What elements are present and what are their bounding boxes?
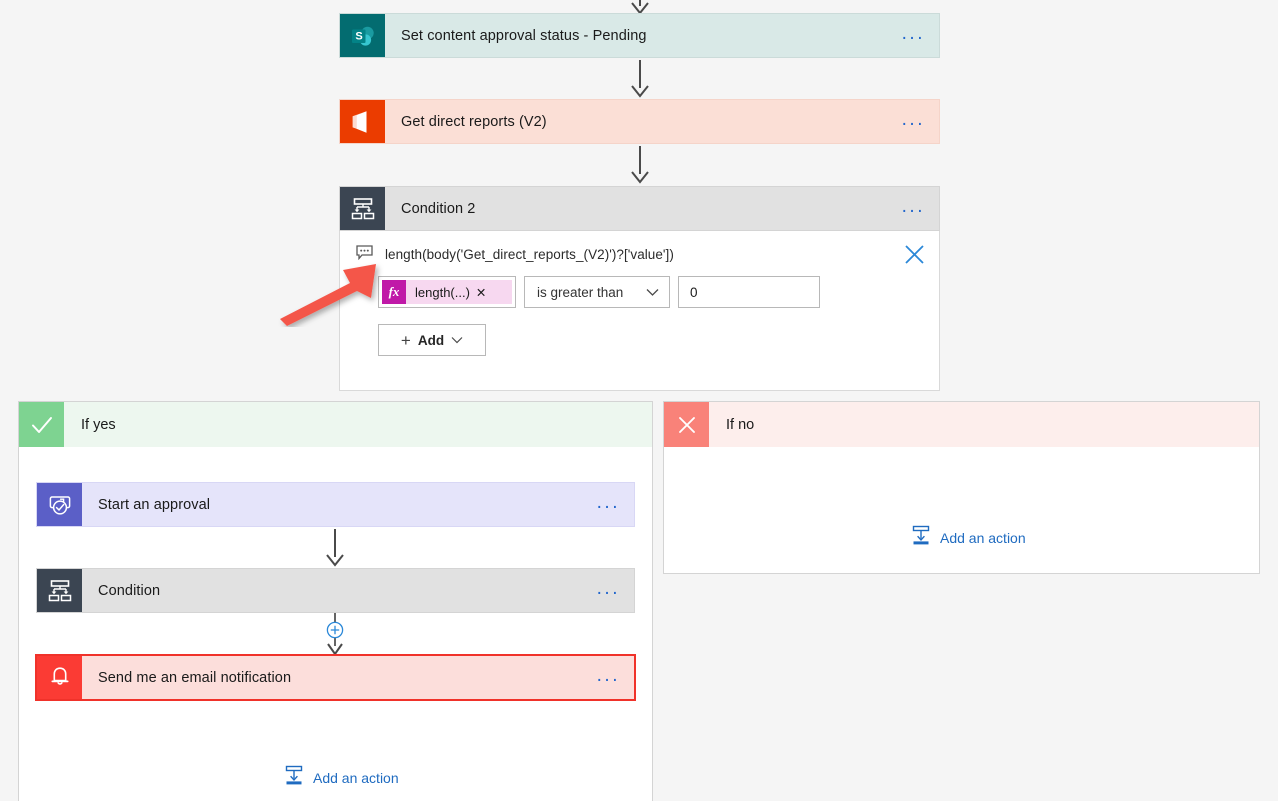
action-card-title: Get direct reports (V2) [401, 113, 547, 130]
condition-operator-value: is greater than [537, 284, 624, 300]
condition-icon [37, 569, 82, 612]
condition-value-input[interactable]: 0 [678, 276, 820, 308]
approvals-icon [37, 483, 82, 526]
action-card-get-direct-reports[interactable]: Get direct reports (V2) ... [339, 99, 940, 144]
condition-expression-row: length(body('Get_direct_reports_(V2)')?[… [340, 231, 939, 276]
plus-icon: + [400, 330, 411, 350]
insert-action-button[interactable] [326, 621, 344, 639]
condition-operator-select[interactable]: is greater than [524, 276, 670, 308]
action-card-send-email-notification[interactable]: Send me an email notification ... [35, 654, 636, 701]
action-card-title: Send me an email notification [98, 669, 292, 686]
close-x-icon [664, 402, 709, 447]
action-card-title: Condition 2 [401, 200, 476, 217]
condition-expression-text: length(body('Get_direct_reports_(V2)')?[… [385, 247, 674, 262]
action-card-title: Set content approval status - Pending [401, 27, 647, 44]
branch-header-if-no: If no [664, 402, 1259, 447]
action-card-start-approval[interactable]: Start an approval ... [36, 482, 635, 527]
branch-label: If yes [64, 402, 652, 447]
chevron-down-icon [451, 331, 463, 349]
insert-action-icon [911, 525, 931, 551]
add-condition-row-button[interactable]: + Add [378, 324, 486, 356]
sharepoint-icon: S [340, 14, 385, 57]
branch-label: If no [709, 402, 1259, 447]
action-card-title: Condition [98, 582, 161, 599]
action-card-menu-button[interactable]: ... [901, 108, 925, 130]
branch-if-no: If no [663, 401, 1260, 574]
chevron-down-icon [646, 285, 659, 300]
action-card-menu-button[interactable]: ... [596, 664, 620, 686]
action-card-menu-button[interactable]: ... [901, 195, 925, 217]
connector-arrow-2 [625, 146, 655, 184]
comment-icon [356, 244, 373, 265]
branch-header-if-yes: If yes [19, 402, 652, 447]
fx-icon: fx [382, 280, 406, 304]
add-an-action-label: Add an action [313, 770, 399, 786]
condition-icon [340, 187, 385, 230]
svg-text:S: S [355, 30, 362, 42]
condition-row-controls: fx length(...) ✕ is greater than 0 [340, 276, 939, 308]
add-button-label: Add [417, 332, 445, 348]
condition-expression-panel: length(body('Get_direct_reports_(V2)')?[… [339, 231, 940, 391]
action-card-set-approval-status[interactable]: S Set content approval status - Pending … [339, 13, 940, 58]
connector-arrow-3 [320, 529, 350, 567]
office365-icon [340, 100, 385, 143]
annotation-arrow [272, 252, 387, 327]
expression-token-chip[interactable]: fx length(...) ✕ [382, 280, 512, 304]
action-card-menu-button[interactable]: ... [901, 22, 925, 44]
condition-value-text: 0 [690, 284, 698, 300]
add-an-action-if-yes[interactable]: Add an action [284, 765, 399, 791]
action-card-menu-button[interactable]: ... [596, 491, 620, 513]
action-card-condition[interactable]: Condition ... [36, 568, 635, 613]
add-an-action-if-no[interactable]: Add an action [911, 525, 1026, 551]
remove-token-icon[interactable]: ✕ [475, 285, 487, 300]
action-card-condition-2[interactable]: Condition 2 ... [339, 186, 940, 231]
check-icon [19, 402, 64, 447]
add-an-action-label: Add an action [940, 530, 1026, 546]
action-card-title: Start an approval [98, 496, 211, 513]
connector-arrow-1 [625, 60, 655, 98]
insert-action-icon [284, 765, 304, 791]
close-icon[interactable] [904, 244, 925, 265]
action-card-menu-button[interactable]: ... [596, 577, 620, 599]
expression-token-label: length(...) [415, 284, 470, 300]
condition-left-operand-field[interactable]: fx length(...) ✕ [378, 276, 516, 308]
notification-icon [37, 656, 82, 699]
